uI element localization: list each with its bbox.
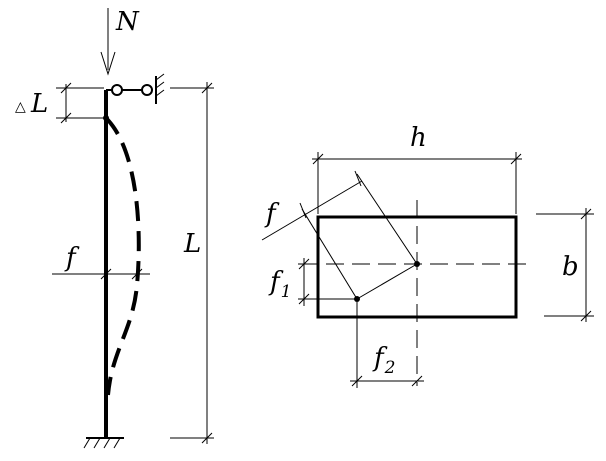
delta-length-dimension	[56, 82, 104, 124]
column-buckled-shape	[104, 116, 141, 396]
width-dimension	[312, 152, 522, 214]
bottom-support	[83, 437, 124, 449]
deflection-label: f	[64, 243, 80, 273]
height-label: b	[562, 252, 579, 282]
length-dimension	[170, 82, 214, 444]
top-support	[106, 73, 165, 104]
diagonal-eccentricity-dimension	[261, 170, 418, 300]
f1-dimension	[298, 258, 355, 306]
f2-label: f2	[372, 343, 395, 378]
length-label: L	[183, 229, 201, 259]
force-label: N	[115, 7, 140, 37]
deflection-dimension	[52, 268, 150, 280]
f2-dimension	[350, 302, 424, 388]
buckled-top-point	[103, 115, 109, 121]
f1-label: f1	[268, 267, 291, 302]
column-diagram: N	[15, 7, 214, 449]
height-dimension	[536, 208, 594, 322]
diagonal-f-label: f	[264, 199, 280, 229]
delta-length-label: L	[30, 89, 48, 119]
cross-section-diagram: h b f f1	[261, 123, 594, 388]
eccentricity-line	[356, 263, 418, 300]
delta-symbol: △	[15, 99, 26, 115]
width-label: h	[410, 123, 427, 153]
load-arrow	[100, 8, 116, 76]
